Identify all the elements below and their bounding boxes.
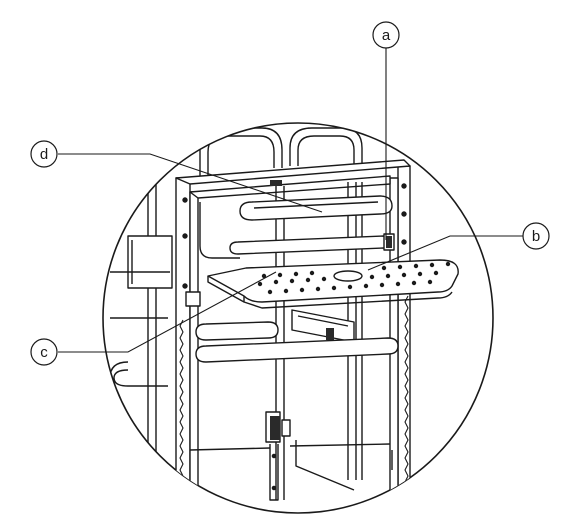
callout-c-label: c xyxy=(40,344,48,361)
callout-d: d xyxy=(31,141,57,167)
callout-d-label: d xyxy=(40,146,48,163)
callout-b-label: b xyxy=(532,228,540,245)
left-frame-post xyxy=(176,178,198,518)
callout-b: b xyxy=(523,223,549,249)
callout-a-label: a xyxy=(382,27,391,44)
callout-c: c xyxy=(31,339,57,365)
callout-a: a xyxy=(373,22,399,48)
